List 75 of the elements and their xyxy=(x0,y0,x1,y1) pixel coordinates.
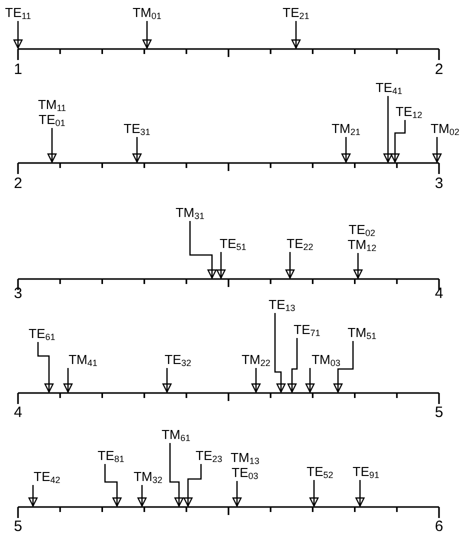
axis-number: 5 xyxy=(14,519,22,535)
number-line xyxy=(17,392,440,404)
leader-arrow xyxy=(309,480,319,507)
number-line xyxy=(17,506,440,518)
mode-label: TE$_{13}$ xyxy=(268,297,296,312)
mode-label: TE$_{81}$ xyxy=(98,448,124,463)
leader-arrow xyxy=(28,485,38,507)
leader-arrow xyxy=(333,341,354,393)
axis-number: 2 xyxy=(14,176,22,192)
mode-label: TM$_{61}$ xyxy=(162,427,190,442)
leader-arrow xyxy=(251,368,261,393)
mode-label: TE$_{61}$ xyxy=(28,326,56,341)
leader-arrow xyxy=(47,128,57,163)
leader-arrow xyxy=(13,21,23,49)
leader-arrow xyxy=(37,342,54,393)
mode-label: TE$_{12}$ xyxy=(396,104,422,119)
mode-label: TE$_{21}$ xyxy=(282,5,310,20)
mode-label: TE$_{41}$ xyxy=(376,80,402,95)
mode-label: TE$_{52}$ xyxy=(306,464,334,479)
mode-label: TM$_{51}$ xyxy=(348,325,376,340)
mode-label: TM$_{32}$ xyxy=(134,469,162,484)
axis-number: 1 xyxy=(14,62,22,78)
number-line xyxy=(17,162,440,174)
mode-label: TE$_{42}$ xyxy=(34,469,60,484)
mode-label: TM$_{31}$ xyxy=(176,205,204,220)
leader-arrow xyxy=(383,96,393,163)
mode-label: TE$_{01}$ xyxy=(38,112,66,127)
mode-label: TE$_{02}$ xyxy=(348,222,376,237)
mode-label: TE$_{32}$ xyxy=(164,352,192,367)
leader-arrow xyxy=(189,221,217,279)
mode-label: TE$_{71}$ xyxy=(294,322,320,337)
mode-label: TM$_{11}$ xyxy=(38,97,66,112)
leader-arrow xyxy=(232,481,242,507)
mode-label: TM$_{13}$ xyxy=(230,450,260,465)
number-line xyxy=(17,48,440,60)
leader-arrow xyxy=(285,252,295,279)
leader-arrow xyxy=(305,368,315,393)
leader-arrow xyxy=(162,368,172,393)
mode-label: TM$_{12}$ xyxy=(348,237,376,252)
mode-label: TE$_{91}$ xyxy=(352,464,380,479)
mode-label: TM$_{03}$ xyxy=(312,352,340,367)
leader-arrow xyxy=(432,137,442,163)
leader-arrow xyxy=(183,464,202,507)
mode-label: TE$_{11}$ xyxy=(5,5,31,20)
mode-label: TM$_{41}$ xyxy=(68,352,98,367)
axis-number: 3 xyxy=(14,286,22,302)
leader-arrow xyxy=(287,338,298,393)
leader-arrow xyxy=(355,480,365,507)
axis-number: 2 xyxy=(434,62,444,78)
leader-arrow xyxy=(216,252,226,279)
axis-number: 5 xyxy=(434,405,444,421)
mode-label: TE$_{51}$ xyxy=(220,236,246,251)
mode-label: TM$_{02}$ xyxy=(430,121,460,136)
leader-arrow xyxy=(137,485,147,507)
leader-arrow xyxy=(390,120,406,163)
leader-arrow xyxy=(274,313,286,393)
leader-arrow xyxy=(353,253,363,279)
mode-label: TE$_{22}$ xyxy=(286,236,314,251)
leader-arrow xyxy=(104,464,122,507)
axis-number: 6 xyxy=(434,519,444,535)
axis-number: 4 xyxy=(434,286,444,302)
axis-number: 3 xyxy=(434,176,444,192)
mode-label: TE$_{31}$ xyxy=(124,121,150,136)
mode-label: TM$_{01}$ xyxy=(132,5,162,20)
mode-label: TM$_{22}$ xyxy=(242,352,270,367)
axis-number: 4 xyxy=(14,405,22,421)
leader-arrow xyxy=(142,21,152,49)
leader-arrow xyxy=(291,21,301,49)
leader-arrow xyxy=(169,443,184,507)
mode-label: TE$_{23}$ xyxy=(196,448,222,463)
mode-label: TM$_{21}$ xyxy=(332,121,360,136)
leader-arrow xyxy=(63,368,73,393)
leader-arrow xyxy=(341,137,351,163)
mode-label: TE$_{03}$ xyxy=(230,465,260,480)
leader-arrow xyxy=(132,137,142,163)
